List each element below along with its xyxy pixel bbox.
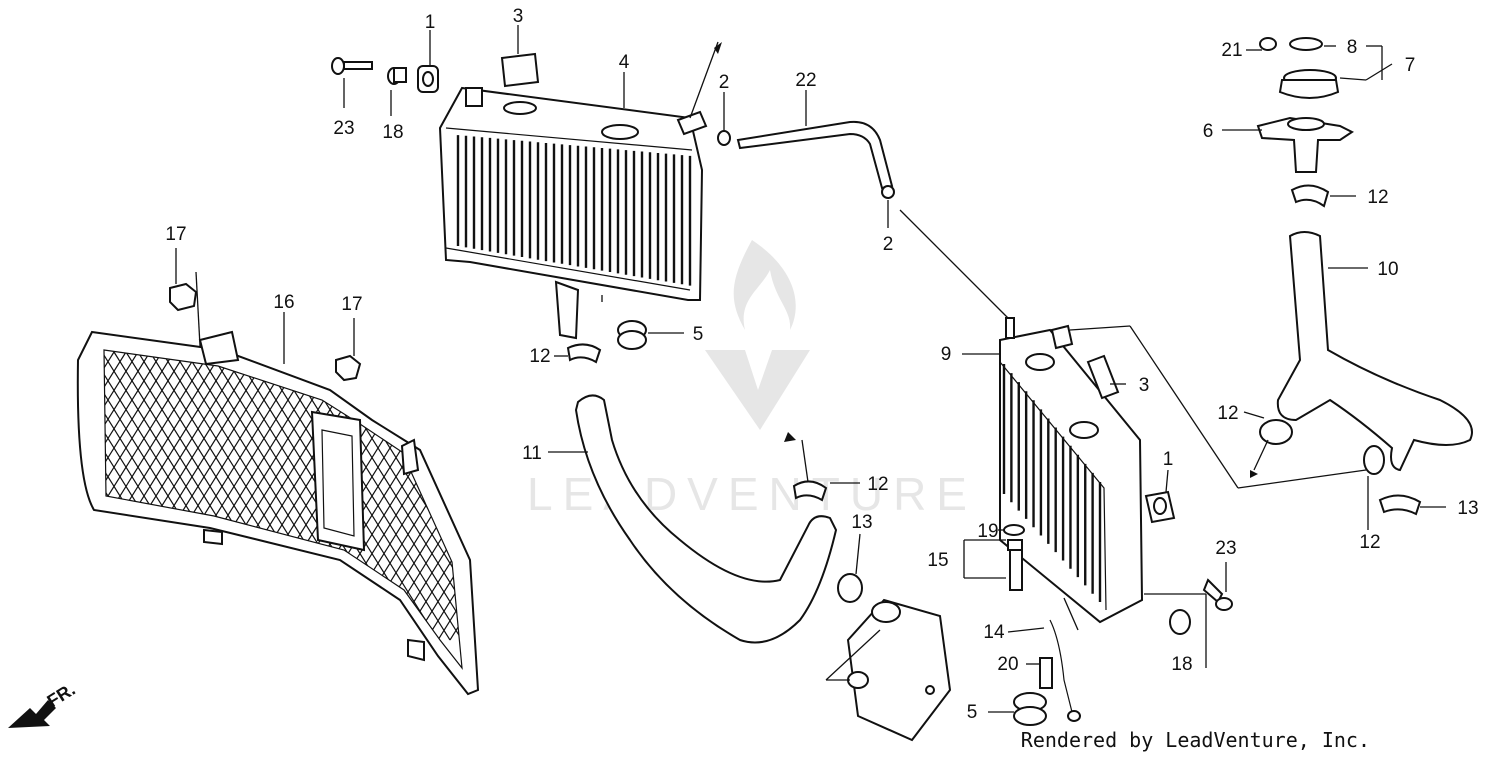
grommet-17-left <box>169 248 201 347</box>
callout-3: 3 <box>1139 375 1150 396</box>
drawing-line <box>0 352 66 640</box>
bolt-20 <box>1026 657 1053 689</box>
bolt-23 <box>331 57 373 108</box>
callout-17: 17 <box>165 224 186 245</box>
callout-2: 2 <box>883 234 894 255</box>
callout-13: 13 <box>851 512 872 533</box>
callout-19: 19 <box>977 521 998 542</box>
drawing-line <box>0 352 54 640</box>
callout-23: 23 <box>333 118 354 139</box>
render-credit: Rendered by LeadVenture, Inc. <box>1020 728 1370 752</box>
callout-8: 8 <box>1347 37 1358 58</box>
callout-12: 12 <box>1359 532 1380 553</box>
upper-radiator <box>438 86 708 340</box>
drawing-line <box>0 352 30 640</box>
callout-15: 15 <box>927 550 948 571</box>
clamp-12-lower-left <box>554 343 602 364</box>
drawing-line <box>0 352 30 640</box>
watermark-logo: LEADVENTURE <box>527 240 967 520</box>
callout-12: 12 <box>867 474 888 495</box>
callout-21: 21 <box>1221 40 1242 61</box>
grommet <box>617 320 684 350</box>
callout-14: 14 <box>983 622 1005 643</box>
clamp-2-upper <box>717 92 731 146</box>
drawing-line <box>401 351 462 641</box>
callout-11: 11 <box>522 443 542 464</box>
bolt-21 <box>1246 37 1277 51</box>
callout-12: 12 <box>1217 403 1238 424</box>
callout-17: 17 <box>341 294 362 315</box>
callout-1: 1 <box>1163 449 1174 470</box>
callout-23: 23 <box>1215 538 1236 559</box>
drawing-line <box>0 352 90 640</box>
clamp-2-lower <box>881 185 895 228</box>
drawing-line <box>0 352 78 640</box>
callout-7: 7 <box>1405 55 1416 76</box>
callout-20: 20 <box>997 654 1018 675</box>
filler-neck-6 <box>1222 116 1354 173</box>
upper-hose-10 <box>1276 231 1473 472</box>
drawing-line <box>413 351 462 641</box>
front-direction-arrow: FR. <box>8 679 79 728</box>
clamp-13-left <box>837 533 863 603</box>
thermo-switch-15 <box>963 524 1025 591</box>
grommet-1-lower <box>1144 469 1176 524</box>
drawing-line <box>0 352 42 640</box>
callout-labels: 1 3 4 2 22 23 18 2 17 16 17 5 12 11 12 1… <box>165 6 1478 723</box>
callout-16: 16 <box>273 292 294 313</box>
callout-12: 12 <box>1367 187 1388 208</box>
drawing-line <box>0 352 66 640</box>
collar-18-lower <box>1144 593 1207 668</box>
callout-18: 18 <box>382 122 403 143</box>
grommet-1-upper <box>417 30 439 93</box>
seal-3-right <box>1086 354 1126 400</box>
callout-5: 5 <box>693 324 704 345</box>
overflow-hose-22 <box>736 90 894 190</box>
callout-22: 22 <box>795 70 816 91</box>
grommet-5-lower <box>988 692 1047 726</box>
grommet-17-right <box>335 318 362 382</box>
drawing-line <box>377 351 462 641</box>
callout-3: 3 <box>513 6 524 27</box>
clamp-13-right <box>1378 494 1446 516</box>
callout-13: 13 <box>1457 498 1478 519</box>
oring-8 <box>1289 37 1336 51</box>
collar-18 <box>387 67 407 116</box>
radiator-cap-7 <box>1278 45 1393 99</box>
lower-hose-11 <box>548 394 838 644</box>
callout-2: 2 <box>719 72 730 93</box>
clamp-12-top-right <box>1290 184 1356 208</box>
clamp-12-right-bottom <box>1363 445 1385 530</box>
clamp-12-mid <box>784 432 860 502</box>
drawing-line <box>0 352 42 640</box>
callout-9: 9 <box>941 344 952 365</box>
callout-6: 6 <box>1203 121 1214 142</box>
callout-5: 5 <box>967 702 978 723</box>
callout-4: 4 <box>619 52 630 73</box>
callout-12: 12 <box>529 346 550 367</box>
drawing-line <box>0 352 54 640</box>
seal-3-upper <box>500 25 540 88</box>
callout-10: 10 <box>1377 259 1398 280</box>
clamp-12-right-left <box>1243 411 1293 478</box>
callout-18: 18 <box>1171 654 1192 675</box>
drawing-line <box>0 352 78 640</box>
callout-1: 1 <box>425 12 436 33</box>
bleed-tube-14 <box>1007 619 1081 722</box>
water-pump-cover <box>825 598 952 742</box>
drawing-line <box>0 352 90 640</box>
drawing-line <box>389 351 462 641</box>
bolt-23-lower <box>1202 562 1233 611</box>
